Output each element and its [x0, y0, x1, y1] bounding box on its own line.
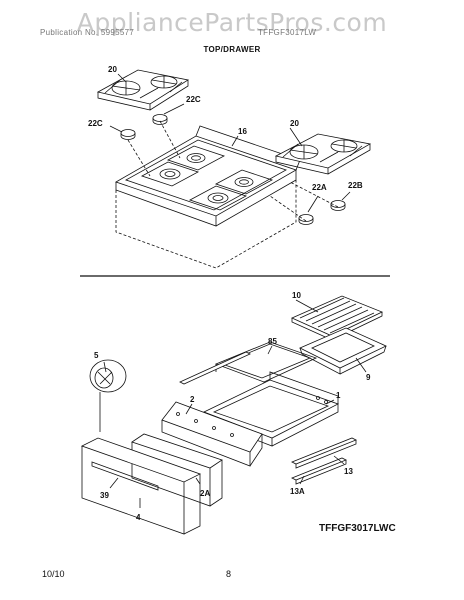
callout-22a: 22A [312, 183, 327, 192]
burner-cap-left-front [120, 129, 136, 140]
callout-13: 13 [344, 467, 353, 476]
footer-date: 10/10 [42, 569, 65, 579]
callout-13a: 13A [290, 487, 305, 496]
burner-cap-right-front [298, 214, 314, 225]
callout-85: 85 [268, 337, 277, 346]
drawer-inner-front [131, 433, 223, 507]
callout-22b: 22B [348, 181, 363, 190]
model-series: TFFGF3017LW [258, 28, 317, 37]
callout-20-left: 20 [108, 65, 117, 74]
callout-2: 2 [190, 395, 195, 404]
knob [89, 359, 127, 432]
broil-pan [299, 327, 387, 375]
cooktop [115, 125, 301, 227]
watermark: AppliancePartsPros.com [76, 8, 388, 37]
grate-right [274, 133, 372, 175]
callout-4: 4 [136, 513, 141, 522]
callout-22c-front: 22C [88, 119, 103, 128]
publication-number: Publication No. 5995577 [40, 28, 135, 37]
drawer-panel [80, 437, 202, 535]
section-title: TOP/DRAWER [203, 45, 261, 54]
slide-rail-a [291, 457, 347, 485]
callout-22c-rear: 22C [186, 95, 201, 104]
callout-16: 16 [238, 127, 247, 136]
callout-2a: 2A [200, 489, 210, 498]
callout-9: 9 [366, 373, 371, 382]
callout-10: 10 [292, 291, 301, 300]
top-rail [179, 351, 251, 385]
drawer-side-panel [161, 401, 263, 467]
footer-page-number: 8 [226, 569, 232, 579]
model-code: TFFGF3017LWC [319, 523, 396, 534]
burner-cap-left-rear [152, 114, 168, 125]
callout-5: 5 [94, 351, 99, 360]
grate-left [96, 69, 190, 111]
burner-cap-right-rear [330, 200, 346, 211]
broil-pan-insert [291, 295, 383, 341]
callout-1: 1 [336, 391, 341, 400]
callout-20-right: 20 [290, 119, 299, 128]
callout-39: 39 [100, 491, 109, 500]
callout-labels: 20 22C 22C 16 20 22A 22B 10 85 9 1 5 2 2… [88, 65, 371, 522]
slide-rail [291, 437, 357, 469]
